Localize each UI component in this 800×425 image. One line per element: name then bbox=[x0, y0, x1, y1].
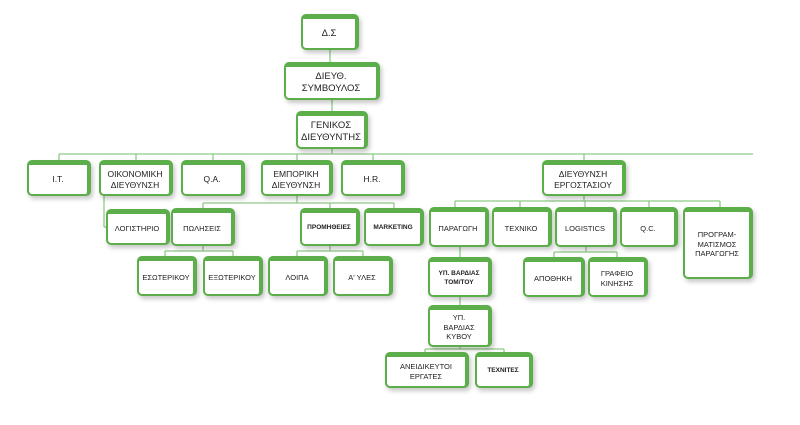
node-sales-domestic: ΕΣΩΤΕΡΙΚΟΥ bbox=[137, 256, 197, 296]
node-technicians: ΤΕΧΝΙΤΕΣ bbox=[475, 352, 533, 388]
node-sales: ΠΩΛΗΣΕΙΣ bbox=[171, 208, 235, 246]
node-quality-control: Q.C. bbox=[620, 207, 678, 247]
node-warehouse: ΑΠΟΘΗΚΗ bbox=[523, 257, 585, 297]
node-technical: ΤΕΧΝΙΚΟ bbox=[492, 207, 552, 247]
node-production-planning: ΠΡΟΓΡΑΜ- ΜΑΤΙΣΜΟΣ ΠΑΡΑΓΩΓΗΣ bbox=[683, 207, 753, 279]
node-shift-supervisor-cube: ΥΠ. ΒΑΡΔΙΑΣ ΚΥΒΟΥ bbox=[428, 305, 492, 347]
node-managing-director: ΔΙΕΥΘ. ΣΥΜΒΟΥΛΟΣ bbox=[284, 62, 380, 100]
node-production: ΠΑΡΑΓΩΓΗ bbox=[429, 207, 489, 247]
node-sales-export: ΕΞΩΤΕΡΙΚΟΥ bbox=[203, 256, 263, 296]
node-traffic-office: ΓΡΑΦΕΙΟ ΚΙΝΗΣΗΣ bbox=[588, 257, 648, 297]
node-it: I.T. bbox=[27, 160, 91, 196]
node-logistics: LOGISTICS bbox=[555, 207, 617, 247]
node-factory-management: ΔΙΕΥΘΥΝΣΗ ΕΡΓΟΣΤΑΣΙΟΥ bbox=[542, 160, 626, 196]
node-board: Δ.Σ bbox=[301, 14, 359, 50]
node-marketing: MARKETING bbox=[364, 208, 424, 246]
node-unskilled-workers: ΑΝΕΙΔΙΚΕΥΤΟΙ ΕΡΓΑΤΕΣ bbox=[385, 352, 469, 388]
node-procurement-other: ΛΟΙΠΑ bbox=[268, 256, 328, 296]
node-finance: ΟΙΚΟΝΟΜΙΚΗ ΔΙΕΥΘΥΝΣΗ bbox=[99, 160, 173, 196]
node-shift-supervisor: ΥΠ. ΒΑΡΔΙΑΣ ΤΟΜ/ΤΟΥ bbox=[428, 257, 492, 297]
node-commercial: ΕΜΠΟΡΙΚΗ ΔΙΕΥΘΥΝΣΗ bbox=[261, 160, 333, 196]
node-hr: H.R. bbox=[341, 160, 405, 196]
node-raw-materials: Α' ΥΛΕΣ bbox=[333, 256, 393, 296]
node-procurement: ΠΡΟΜΗΘΕΙΕΣ bbox=[300, 208, 360, 246]
node-general-manager: ΓΕΝΙΚΟΣ ΔΙΕΥΘΥΝΤΗΣ bbox=[296, 111, 368, 149]
node-qa: Q.A. bbox=[181, 160, 245, 196]
node-accounting: ΛΟΓΙΣΤΗΡΙΟ bbox=[106, 209, 170, 245]
